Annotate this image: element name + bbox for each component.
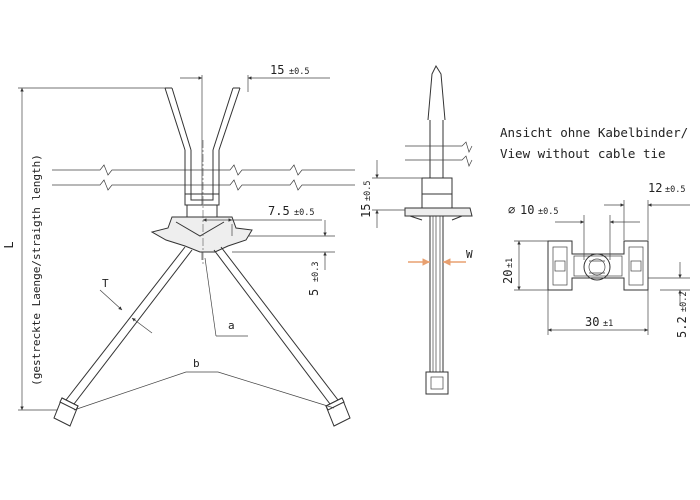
dim-top-width-value: 15 [270,63,284,77]
dim-h52-tol: ±0.2 [679,292,689,312]
dim-width12-tol: ±0.5 [665,185,685,195]
dim-height5-value: 5 [307,289,321,296]
bottom-view [514,200,690,335]
dim-w30-value: 30 [585,315,599,329]
dim-top-width-tol: ±0.5 [289,67,309,77]
dim-w30-tol: ±1 [603,319,613,329]
view-note-line1: Ansicht ohne Kabelbinder/ [500,125,688,140]
label-b: b [193,357,200,370]
view-note-line2: View without cable tie [500,146,666,161]
front-view [18,75,355,427]
dim-dia10-value: 10 [520,203,534,217]
label-W: W [466,248,473,261]
length-caption: (gestreckte Laenge/straigth length) [30,154,43,386]
dim-h20-value: 20 [501,270,515,284]
dim-side15-value: 15 [359,204,373,218]
dim-h52-value: 5.2 [675,316,689,338]
length-label: L [2,241,16,248]
dim-side15-tol: ±0.5 [363,181,373,201]
dim-width12-value: 12 [648,181,662,195]
label-a: a [228,319,235,332]
dim-offset-tol: ±0.5 [294,208,314,218]
side-view [372,64,473,395]
label-T: T [102,277,109,290]
dim-offset-value: 7.5 [268,204,290,218]
dim-dia10-tol: ±0.5 [538,207,558,217]
diameter-symbol: ∅ [508,203,515,217]
dim-h20-tol: ±1 [505,258,515,268]
dim-height5-tol: ±0.3 [311,262,321,282]
